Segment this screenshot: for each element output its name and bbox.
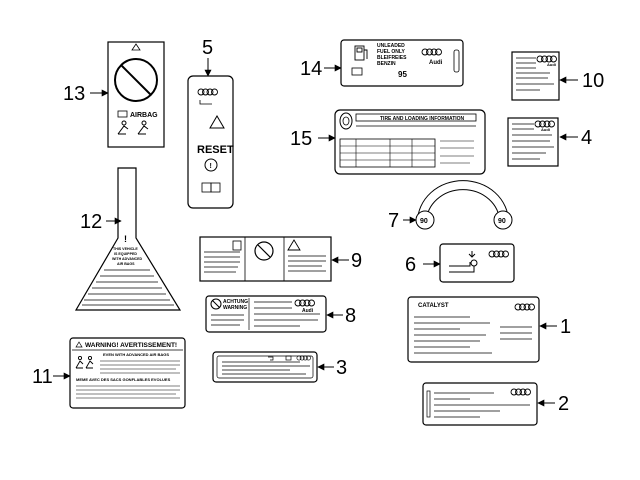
- book-icon: [201, 182, 221, 193]
- label-14-fuel[interactable]: UNLEADED FUEL ONLY BLEIFREIES BENZIN Aud…: [340, 39, 464, 87]
- no-symbol-icon: [254, 241, 274, 261]
- label-15-tire-info[interactable]: TIRE AND LOADING INFORMATION: [334, 109, 486, 175]
- callout-14: 14: [300, 58, 322, 80]
- callout-13: 13: [63, 83, 85, 105]
- label-1-title: CATALYST: [418, 303, 449, 309]
- svg-text:ACHTUNG: ACHTUNG: [223, 299, 248, 305]
- label-13-text: AIRBAG: [130, 112, 158, 119]
- no-symbol-icon: [114, 58, 158, 102]
- callout-11: 11: [32, 366, 53, 388]
- svg-text:FUEL ONLY: FUEL ONLY: [377, 49, 405, 55]
- svg-text:AIR BAGS: AIR BAGS: [117, 262, 135, 266]
- label-11-warning[interactable]: WARNING! AVERTISSEMENT! EVEN WITH ADVANC…: [69, 337, 186, 409]
- svg-text:Audi: Audi: [429, 60, 443, 66]
- callout-1: 1: [560, 316, 571, 338]
- svg-text:Audi: Audi: [541, 127, 550, 132]
- book-icon: [232, 240, 242, 251]
- label-9[interactable]: [199, 236, 332, 282]
- callout-5: 5: [202, 37, 213, 59]
- callout-7: 7: [388, 210, 399, 232]
- callout-15: 15: [290, 128, 312, 150]
- callout-12: 12: [80, 211, 102, 233]
- warning-triangle-icon: [131, 43, 141, 51]
- svg-text:WITH ADVANCED: WITH ADVANCED: [112, 257, 143, 261]
- label-1-catalyst[interactable]: CATALYST: [407, 296, 540, 363]
- fuel-pump-icon: [354, 45, 368, 61]
- svg-text:90: 90: [498, 218, 506, 225]
- svg-text:!: !: [124, 234, 127, 244]
- tire-icon: [339, 112, 353, 130]
- label-7-arc[interactable]: 90 90: [415, 180, 513, 230]
- callout-10: 10: [582, 70, 604, 92]
- callout-6: 6: [405, 254, 416, 276]
- svg-text:MEME AVEC DES SACS GONFLABLES: MEME AVEC DES SACS GONFLABLES EVOLUES: [76, 377, 171, 382]
- svg-text:UNLEADED: UNLEADED: [377, 43, 405, 49]
- svg-text:Audi: Audi: [302, 308, 314, 314]
- seat-occupant-icon: [117, 120, 149, 135]
- label-5-reset[interactable]: RESET !: [187, 75, 234, 209]
- svg-text:THIS VEHICLE: THIS VEHICLE: [113, 247, 138, 251]
- warning-triangle-icon: [209, 115, 225, 129]
- label-15-title: TIRE AND LOADING INFORMATION: [380, 116, 465, 122]
- label-10[interactable]: Audi: [511, 51, 560, 101]
- callout-8: 8: [345, 305, 356, 327]
- no-symbol-icon: [210, 298, 222, 310]
- svg-text:Audi: Audi: [547, 62, 556, 67]
- svg-text:WARNING: WARNING: [223, 305, 247, 311]
- callout-2: 2: [558, 393, 569, 415]
- label-8-achtung[interactable]: ACHTUNG WARNING Audi: [205, 295, 327, 333]
- label-6[interactable]: [439, 243, 515, 283]
- callout-9: 9: [351, 250, 362, 272]
- svg-text:BLEIFREIES: BLEIFREIES: [377, 55, 407, 61]
- label-4[interactable]: Audi: [507, 117, 559, 167]
- label-11-header: WARNING! AVERTISSEMENT!: [85, 342, 177, 349]
- svg-text:BENZIN: BENZIN: [377, 61, 396, 67]
- book-icon: [117, 110, 128, 118]
- label-12-triangle[interactable]: ! THIS VEHICLE IS EQUIPPED WITH ADVANCED…: [74, 167, 182, 311]
- svg-text:IS EQUIPPED: IS EQUIPPED: [114, 252, 137, 256]
- callout-4: 4: [581, 127, 592, 149]
- label-3[interactable]: [212, 351, 318, 383]
- octane-value: 95: [398, 70, 407, 79]
- svg-text:90: 90: [420, 218, 428, 225]
- svg-text:EVEN WITH ADVANCED AIR BAGS: EVEN WITH ADVANCED AIR BAGS: [103, 352, 169, 357]
- label-2[interactable]: [422, 382, 538, 426]
- seat-occupant-icon: [75, 355, 94, 369]
- label-13-airbag[interactable]: AIRBAG: [107, 41, 165, 148]
- callout-3: 3: [336, 357, 347, 379]
- pipe-icon: [449, 251, 478, 273]
- warning-triangle-icon: [287, 239, 301, 251]
- warning-triangle-icon: [75, 341, 83, 348]
- label-5-text: RESET: [197, 144, 234, 156]
- svg-text:!: !: [210, 163, 212, 170]
- book-icon: [351, 67, 363, 76]
